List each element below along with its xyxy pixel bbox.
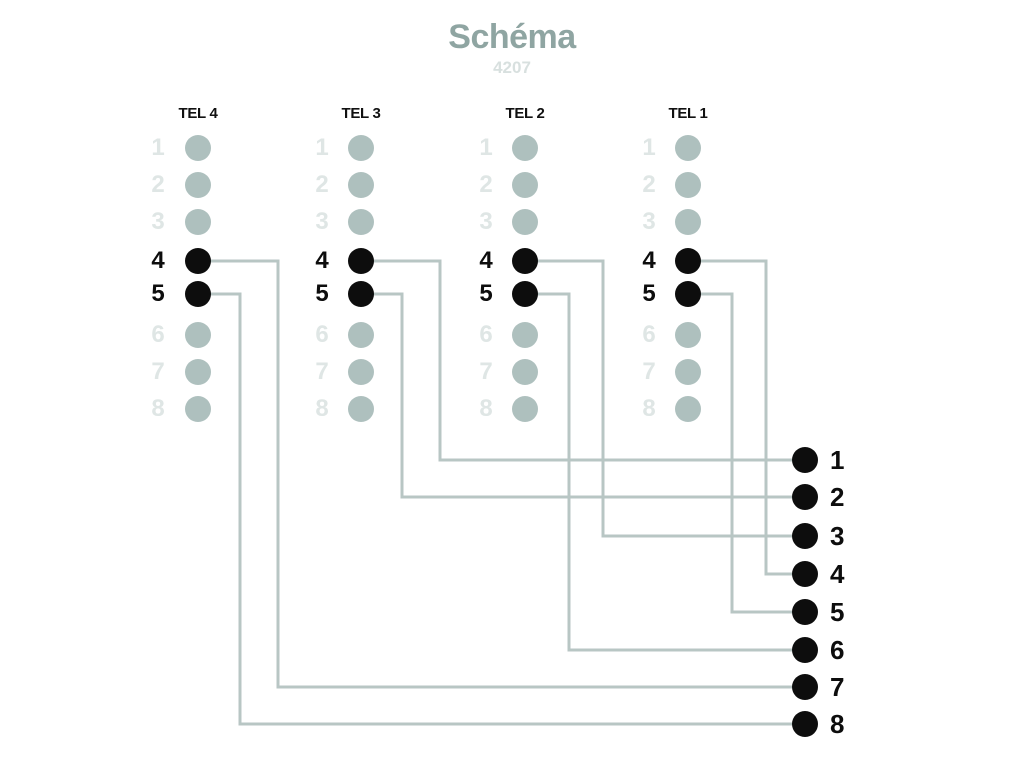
terminal-dot-5[interactable]: [792, 599, 818, 625]
terminal-label-7: 7: [830, 672, 845, 702]
pin-dot-tel-1-2[interactable]: [675, 172, 701, 198]
pin-label-tel-3-3: 3: [315, 208, 329, 235]
pin-label-tel-1-4: 4: [642, 247, 656, 274]
column-header-tel-3: TEL 3: [341, 105, 381, 122]
pin-label-tel-4-8: 8: [151, 395, 165, 422]
pin-dot-tel-2-6[interactable]: [512, 322, 538, 348]
pin-dot-tel-1-4[interactable]: [675, 248, 701, 274]
terminal-dot-1[interactable]: [792, 447, 818, 473]
pin-label-tel-3-1: 1: [315, 134, 329, 161]
pin-label-tel-3-4: 4: [315, 247, 329, 274]
pin-label-tel-4-5: 5: [151, 280, 165, 307]
page-subtitle: 4207: [493, 58, 531, 77]
terminal-label-1: 1: [830, 445, 845, 475]
pin-label-tel-1-2: 2: [642, 171, 656, 198]
pin-dot-tel-3-6[interactable]: [348, 322, 374, 348]
wire-tel-2-5-to-terminal-6: [525, 292, 805, 652]
pin-dot-tel-3-5[interactable]: [348, 281, 374, 307]
pin-dot-tel-4-5[interactable]: [185, 281, 211, 307]
wire-tel-4-4-to-terminal-7: [198, 259, 805, 689]
terminal-label-5: 5: [830, 597, 845, 627]
pin-dot-tel-4-6[interactable]: [185, 322, 211, 348]
terminal-dot-3[interactable]: [792, 523, 818, 549]
pin-label-tel-3-7: 7: [315, 358, 329, 385]
terminal-label-2: 2: [830, 482, 845, 512]
pin-dot-tel-2-8[interactable]: [512, 396, 538, 422]
pin-dot-tel-1-3[interactable]: [675, 209, 701, 235]
pin-dot-tel-2-5[interactable]: [512, 281, 538, 307]
terminal-label-3: 3: [830, 521, 845, 551]
terminal-dot-8[interactable]: [792, 711, 818, 737]
pin-label-tel-2-6: 6: [479, 321, 493, 348]
pin-dot-tel-4-2[interactable]: [185, 172, 211, 198]
pin-label-tel-3-2: 2: [315, 171, 329, 198]
pin-dot-tel-1-8[interactable]: [675, 396, 701, 422]
pin-label-tel-1-8: 8: [642, 395, 656, 422]
terminal-dot-2[interactable]: [792, 484, 818, 510]
column-header-tel-1: TEL 1: [668, 105, 708, 122]
pin-dot-tel-4-3[interactable]: [185, 209, 211, 235]
pin-label-tel-2-1: 1: [479, 134, 493, 161]
pin-label-tel-1-5: 5: [642, 280, 656, 307]
wire-tel-2-4-to-terminal-3: [525, 259, 805, 538]
pin-label-tel-1-3: 3: [642, 208, 656, 235]
pin-label-tel-4-2: 2: [151, 171, 165, 198]
pin-dot-tel-4-1[interactable]: [185, 135, 211, 161]
wire-tel-4-5-to-terminal-8: [198, 292, 805, 726]
wire-tel-1-4-to-terminal-4: [688, 259, 805, 576]
page-title: Schéma: [448, 18, 576, 56]
pin-label-tel-4-6: 6: [151, 321, 165, 348]
terminal-dot-7[interactable]: [792, 674, 818, 700]
column-header-tel-4: TEL 4: [178, 105, 218, 122]
pin-dot-tel-2-4[interactable]: [512, 248, 538, 274]
terminal-dot-6[interactable]: [792, 637, 818, 663]
pin-dot-tel-1-7[interactable]: [675, 359, 701, 385]
terminal-label-6: 6: [830, 635, 845, 665]
wire-tel-1-5-to-terminal-5: [688, 292, 805, 614]
pin-dot-tel-3-3[interactable]: [348, 209, 374, 235]
pin-dot-tel-1-1[interactable]: [675, 135, 701, 161]
pin-label-tel-4-3: 3: [151, 208, 165, 235]
pin-dot-tel-3-7[interactable]: [348, 359, 374, 385]
pin-label-tel-4-1: 1: [151, 134, 165, 161]
pin-label-tel-2-3: 3: [479, 208, 493, 235]
pin-dot-tel-3-8[interactable]: [348, 396, 374, 422]
pin-dot-tel-2-7[interactable]: [512, 359, 538, 385]
pin-label-tel-4-7: 7: [151, 358, 165, 385]
terminal-label-8: 8: [830, 709, 845, 739]
pin-label-tel-3-8: 8: [315, 395, 329, 422]
pin-dot-tel-3-1[interactable]: [348, 135, 374, 161]
wire-tel-3-5-to-terminal-2: [361, 292, 805, 499]
pin-dot-tel-4-8[interactable]: [185, 396, 211, 422]
pin-dot-tel-2-1[interactable]: [512, 135, 538, 161]
pin-label-tel-1-6: 6: [642, 321, 656, 348]
pin-label-tel-2-8: 8: [479, 395, 493, 422]
pin-label-tel-2-4: 4: [479, 247, 493, 274]
wire-tel-3-4-to-terminal-1: [361, 259, 805, 462]
pin-dot-tel-1-5[interactable]: [675, 281, 701, 307]
pin-dot-tel-2-2[interactable]: [512, 172, 538, 198]
pin-label-tel-4-4: 4: [151, 247, 165, 274]
pin-dot-tel-3-2[interactable]: [348, 172, 374, 198]
pin-dot-tel-1-6[interactable]: [675, 322, 701, 348]
pin-label-tel-3-6: 6: [315, 321, 329, 348]
pin-label-tel-1-7: 7: [642, 358, 656, 385]
pin-label-tel-1-1: 1: [642, 134, 656, 161]
pin-label-tel-2-2: 2: [479, 171, 493, 198]
pin-dot-tel-2-3[interactable]: [512, 209, 538, 235]
terminal-label-4: 4: [830, 559, 845, 589]
pin-label-tel-2-5: 5: [479, 280, 493, 307]
pin-label-tel-2-7: 7: [479, 358, 493, 385]
terminal-dot-4[interactable]: [792, 561, 818, 587]
pin-dot-tel-4-4[interactable]: [185, 248, 211, 274]
pin-label-tel-3-5: 5: [315, 280, 329, 307]
pin-dot-tel-4-7[interactable]: [185, 359, 211, 385]
pin-dot-tel-3-4[interactable]: [348, 248, 374, 274]
column-header-tel-2: TEL 2: [505, 105, 545, 122]
